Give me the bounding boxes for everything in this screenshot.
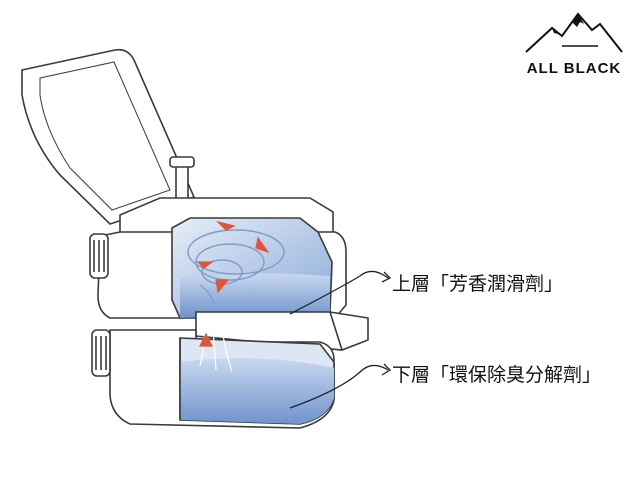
brand-logo: ALL BLACK — [522, 8, 626, 78]
side-knob-lower — [91, 329, 111, 377]
side-knob-upper — [89, 233, 109, 279]
red-flow-arrow-icon — [196, 220, 270, 347]
valve-slider — [195, 311, 369, 351]
brand-name: ALL BLACK — [526, 60, 622, 77]
callout-arrow-icon — [289, 270, 392, 409]
toilet-lid — [21, 48, 196, 225]
upper-layer-label: 上層「芳香潤滑劑」 — [392, 273, 564, 295]
mountain-logo-icon — [525, 12, 623, 53]
upper-tank — [97, 217, 347, 319]
vent-knob — [169, 156, 195, 200]
flush-swirl — [187, 229, 285, 305]
lower-layer-label: 下層「環保除臭分解劑」 — [392, 364, 602, 386]
lower-tank — [109, 329, 335, 429]
